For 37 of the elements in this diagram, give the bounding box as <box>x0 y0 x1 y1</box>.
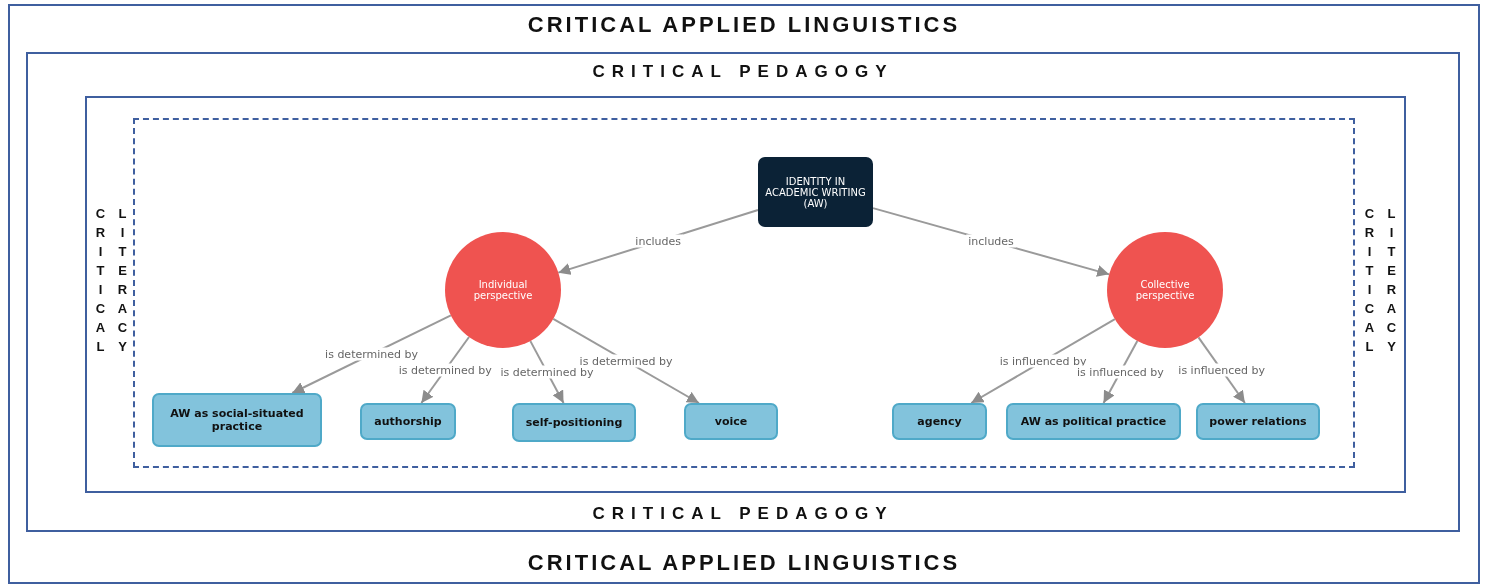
edge-label: is determined by <box>323 347 421 361</box>
arrow <box>872 207 1111 277</box>
edge-label: is determined by <box>498 365 596 379</box>
edge-label: includes <box>633 234 683 248</box>
arrow <box>1102 339 1139 404</box>
edge-label: is determined by <box>577 354 675 368</box>
arrow <box>529 340 565 404</box>
arrow <box>970 318 1116 404</box>
concept-circle: Individual perspective <box>445 232 561 348</box>
frame-heading: CRITICAL PEDAGOGY <box>592 62 894 82</box>
concept-circle: Collective perspective <box>1107 232 1223 348</box>
frame-box <box>26 52 1460 532</box>
dashed-box <box>133 118 1355 468</box>
concept-box: AW as social-situated practice <box>152 393 322 447</box>
arrow <box>557 209 759 275</box>
arrow <box>552 318 700 404</box>
edge-label: is determined by <box>396 363 494 377</box>
arrow <box>1197 336 1246 404</box>
concept-box: agency <box>892 403 987 440</box>
concept-box: voice <box>684 403 778 440</box>
frame-heading: CRITICAL APPLIED LINGUISTICS <box>527 550 961 576</box>
frame-box <box>85 96 1406 493</box>
concept-box: self-positioning <box>512 403 636 442</box>
edge-label: includes <box>966 234 1016 248</box>
frame-heading: CRITICAL APPLIED LINGUISTICS <box>527 12 961 38</box>
edge-label: is influenced by <box>1176 363 1268 377</box>
vertical-heading: CRITICAL LITERACY <box>1361 206 1400 360</box>
concept-box: power relations <box>1196 403 1320 440</box>
edge-label: is influenced by <box>1075 365 1166 379</box>
concept-box: authorship <box>360 403 456 440</box>
concept-box: AW as political practice <box>1006 403 1181 440</box>
vertical-heading: CRITICAL LITERACY <box>92 206 131 360</box>
arrow <box>420 336 471 404</box>
arrow <box>291 314 452 394</box>
frame-heading: CRITICAL PEDAGOGY <box>592 504 894 524</box>
frame-box <box>8 4 1480 584</box>
concept-box: IDENTITY IN ACADEMIC WRITING (AW) <box>758 157 873 227</box>
